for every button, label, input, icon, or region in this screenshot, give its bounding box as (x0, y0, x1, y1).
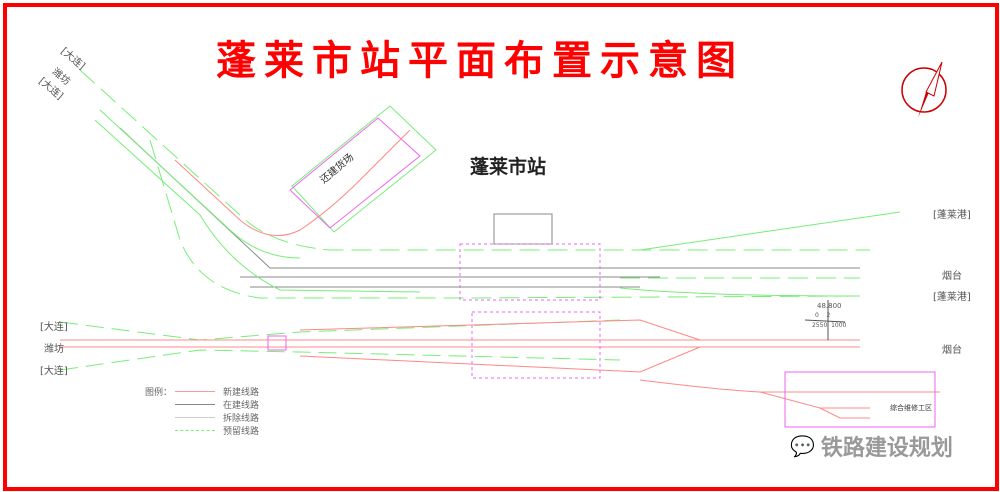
direction-label: [大连] (40, 366, 68, 377)
new-lines (60, 129, 940, 419)
direction-label: [蓬莱港] (933, 292, 971, 303)
platform-box-lower (471, 311, 601, 379)
direction-label: 烟台 (942, 345, 962, 356)
station-building (493, 213, 553, 245)
legend-label: 在建线路 (223, 401, 260, 411)
legend-label: 预留线路 (223, 427, 260, 437)
direction-label: 潍坊 (44, 344, 64, 355)
overpass-box (267, 335, 287, 351)
legend-item: 拆除线路 (145, 411, 259, 424)
direction-label: [大连] (40, 322, 68, 333)
north-arrow-icon (901, 61, 947, 118)
legend-label: 拆除线路 (223, 414, 260, 424)
watermark: 💬 铁路建设规划 (790, 430, 953, 462)
freight-yard-box (289, 105, 437, 233)
station-name: 蓬莱市站 (470, 156, 547, 178)
watermark-text: 铁路建设规划 (820, 436, 953, 461)
legend-title: 图例： (145, 388, 173, 398)
grade-bottom: 2550 1000 (812, 322, 847, 329)
legend-item: 新建线路 (145, 385, 259, 398)
direction-label: 烟台 (942, 271, 962, 282)
wechat-icon: 💬 (790, 434, 815, 458)
depot-box (784, 371, 936, 428)
platform-box-upper (459, 243, 601, 301)
mileage-marker (804, 300, 846, 340)
direction-label: [蓬莱港] (933, 210, 971, 221)
legend-item: 预留线路 (145, 424, 259, 437)
reserved-lines (59, 69, 901, 371)
page-title: 蓬莱市站平面布置示意图 (216, 37, 744, 84)
depot-label: 综合维修工区 (890, 404, 932, 412)
mileage-value: 48.800 (817, 302, 842, 310)
legend: 图例： 新建线路 在建线路 拆除线路 预留线路 (145, 385, 259, 437)
legend-label: 新建线路 (223, 388, 260, 398)
red-border (3, 3, 999, 491)
grade-top: 0 2 (815, 312, 831, 319)
legend-item: 在建线路 (145, 398, 259, 411)
